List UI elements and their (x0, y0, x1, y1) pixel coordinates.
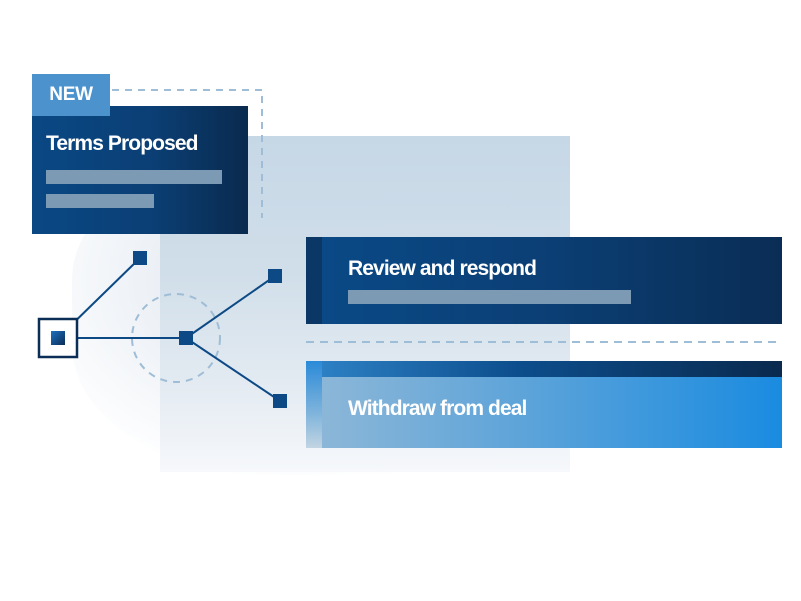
terms-proposed-card[interactable]: Terms Proposed (32, 106, 248, 234)
withdraw-deal-card[interactable]: Withdraw from deal (306, 361, 782, 448)
branch-node-icon (268, 269, 282, 283)
card-top-band (306, 361, 782, 377)
review-respond-card[interactable]: Review and respond (306, 237, 782, 324)
branch-node-icon (133, 251, 147, 265)
placeholder-bar (348, 290, 631, 304)
card-title: Terms Proposed (46, 132, 198, 155)
placeholder-bar (46, 194, 154, 208)
hub-node-icon (179, 331, 193, 345)
branch-node-icon (273, 394, 287, 408)
start-node-core-icon (51, 331, 65, 345)
dashed-circle (131, 293, 221, 383)
card-accent-stripe (306, 237, 322, 324)
new-badge: NEW (32, 74, 110, 116)
dashed-guide-line (112, 89, 263, 218)
card-accent-stripe (306, 361, 322, 448)
card-title: Review and respond (348, 257, 537, 280)
connector-line (185, 275, 276, 339)
card-title: Withdraw from deal (348, 397, 527, 420)
connector-line (185, 337, 281, 402)
placeholder-bar (46, 170, 222, 184)
